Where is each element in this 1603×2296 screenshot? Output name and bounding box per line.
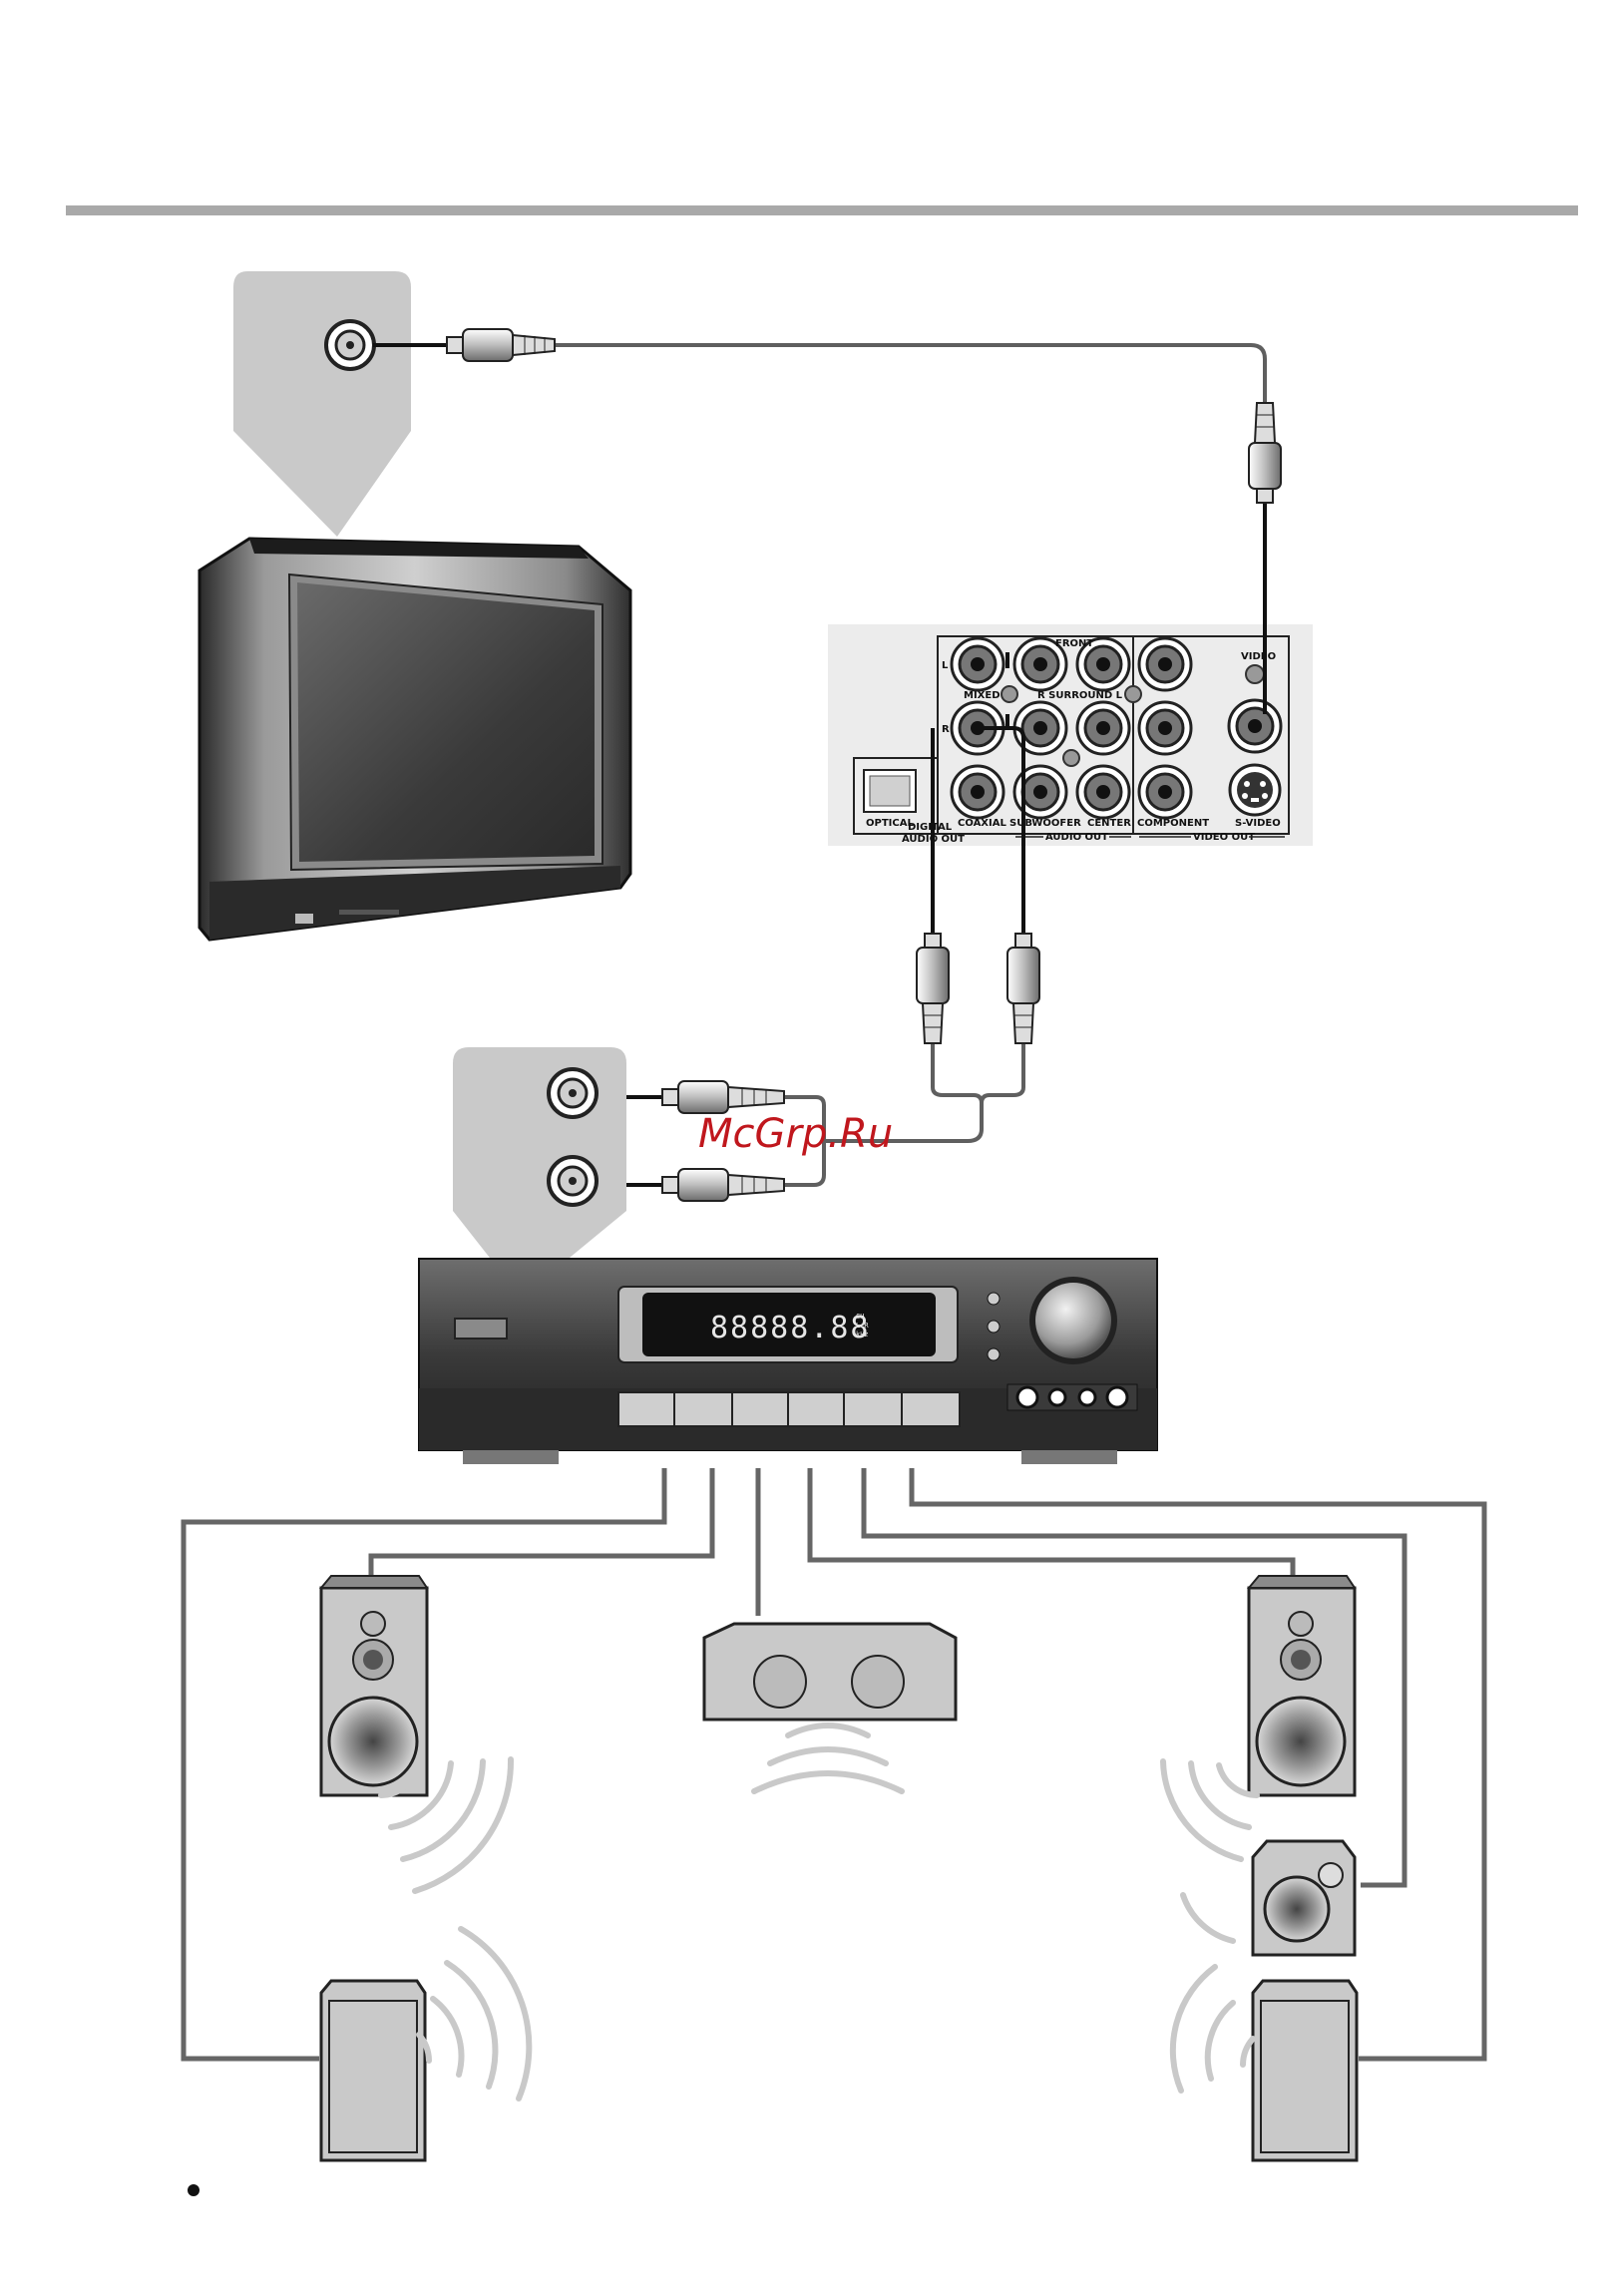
receiver-indicator-3 — [988, 1348, 1000, 1360]
label-center: CENTER — [1087, 818, 1131, 829]
video-out-jack — [1229, 700, 1281, 752]
dvd-back-panel: FRONT VIDEO L R MIXED R SURROUND L OPTIC… — [828, 624, 1313, 846]
label-video-out: VIDEO OUT — [1193, 832, 1255, 843]
label-coaxial: COAXIAL — [958, 818, 1006, 829]
receiver-indicator-2 — [988, 1321, 1000, 1333]
jack-front-l — [1077, 702, 1129, 754]
jack-center — [1077, 766, 1129, 818]
label-subwoofer: SUBWOOFER — [1009, 818, 1081, 829]
center-speaker — [704, 1624, 956, 1720]
header-rule — [66, 205, 1578, 215]
jack-mixed-l — [952, 638, 1003, 690]
audio-plug-l — [917, 934, 949, 1043]
av-receiver: 88888.88 CH L.R kHz — [419, 1259, 1157, 1464]
receiver-input-callout — [453, 1047, 626, 1267]
display-indicator-1: CH — [856, 1313, 864, 1321]
label-l: L — [942, 660, 949, 671]
front-right-speaker — [1249, 1576, 1355, 1795]
svideo-jack — [1230, 765, 1280, 815]
optical-port — [864, 770, 916, 812]
tv-screen — [297, 582, 595, 862]
label-surround: R SURROUND L — [1037, 690, 1123, 701]
label-audio-out: AUDIO OUT — [1045, 832, 1108, 843]
rear-left-speaker — [321, 1981, 425, 2160]
watermark: McGrp.Ru — [698, 1111, 893, 1157]
receiver-indicator-1 — [988, 1293, 1000, 1305]
audio-plug-r — [1007, 934, 1039, 1043]
tv-input-callout — [233, 271, 411, 537]
label-component: COMPONENT — [1137, 818, 1209, 829]
display-readout: 88888.88 — [710, 1311, 871, 1345]
display-indicator-2: L.R — [856, 1322, 869, 1330]
bullet-marker — [188, 2184, 200, 2196]
jack-coaxial — [952, 766, 1003, 818]
label-svideo: S-VIDEO — [1235, 818, 1281, 829]
sound-wave-icons — [381, 1725, 1257, 2099]
label-video: VIDEO — [1241, 651, 1276, 662]
label-front: FRONT — [1055, 638, 1093, 649]
subwoofer-speaker — [1253, 1841, 1355, 1955]
label-mixed: MIXED — [964, 690, 1001, 701]
front-left-speaker — [321, 1576, 427, 1795]
component-jacks — [1139, 638, 1191, 818]
label-digital: DIGITAL — [908, 822, 953, 833]
label-r: R — [942, 724, 950, 735]
tv-set — [200, 539, 630, 940]
display-indicator-3: kHz — [856, 1331, 869, 1339]
rear-right-speaker — [1253, 1981, 1357, 2160]
video-plug-dvd-end — [1249, 403, 1281, 503]
video-plug-tv-end — [447, 329, 555, 361]
